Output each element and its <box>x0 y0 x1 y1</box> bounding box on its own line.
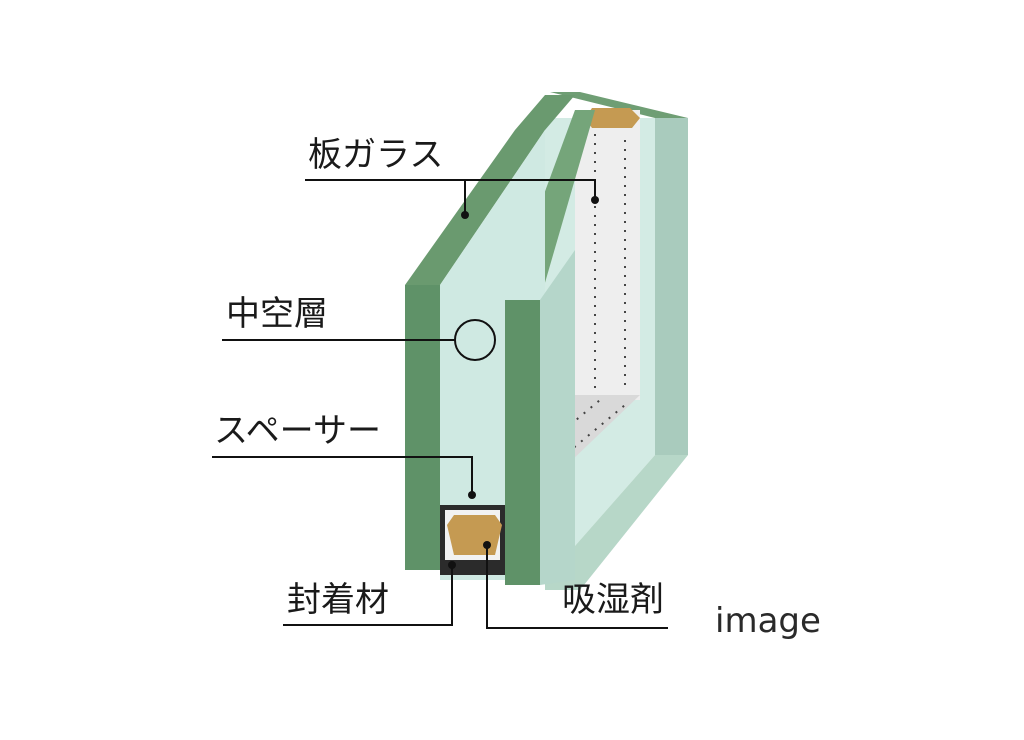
inner-pane-left-edge <box>505 300 540 585</box>
dot-plate-glass-1 <box>461 211 469 219</box>
label-plate-glass: 板ガラス <box>308 135 444 175</box>
inner-pane-face <box>540 250 575 585</box>
dot-desiccant <box>483 541 491 549</box>
label-air-layer: 中空層 <box>226 294 328 334</box>
leader-plate-glass <box>305 179 596 200</box>
back-pane-bottom-face <box>545 455 688 590</box>
label-desiccant: 吸湿剤 <box>562 580 664 620</box>
label-sealant: 封着材 <box>287 580 389 620</box>
dot-sealant <box>448 561 456 569</box>
image-caption: image <box>715 601 821 641</box>
leader-dots <box>448 196 599 569</box>
front-glass-pane <box>405 95 595 585</box>
desiccant-top <box>585 108 640 128</box>
leader-sealant <box>283 565 453 626</box>
back-pane-top-edge <box>550 92 688 118</box>
bottom-cross-section <box>440 505 505 575</box>
leader-lines <box>212 179 668 629</box>
desiccant-section <box>447 515 502 555</box>
back-pane-right-face <box>655 118 688 455</box>
dot-spacer <box>468 491 476 499</box>
leader-spacer <box>212 456 473 495</box>
dot-plate-glass-2 <box>591 196 599 204</box>
front-pane-left-edge <box>405 285 440 570</box>
spacer-vertical <box>575 110 640 400</box>
label-spacer: スペーサー <box>214 411 381 451</box>
front-pane-top-slant <box>405 95 575 285</box>
leader-desiccant <box>486 545 668 629</box>
